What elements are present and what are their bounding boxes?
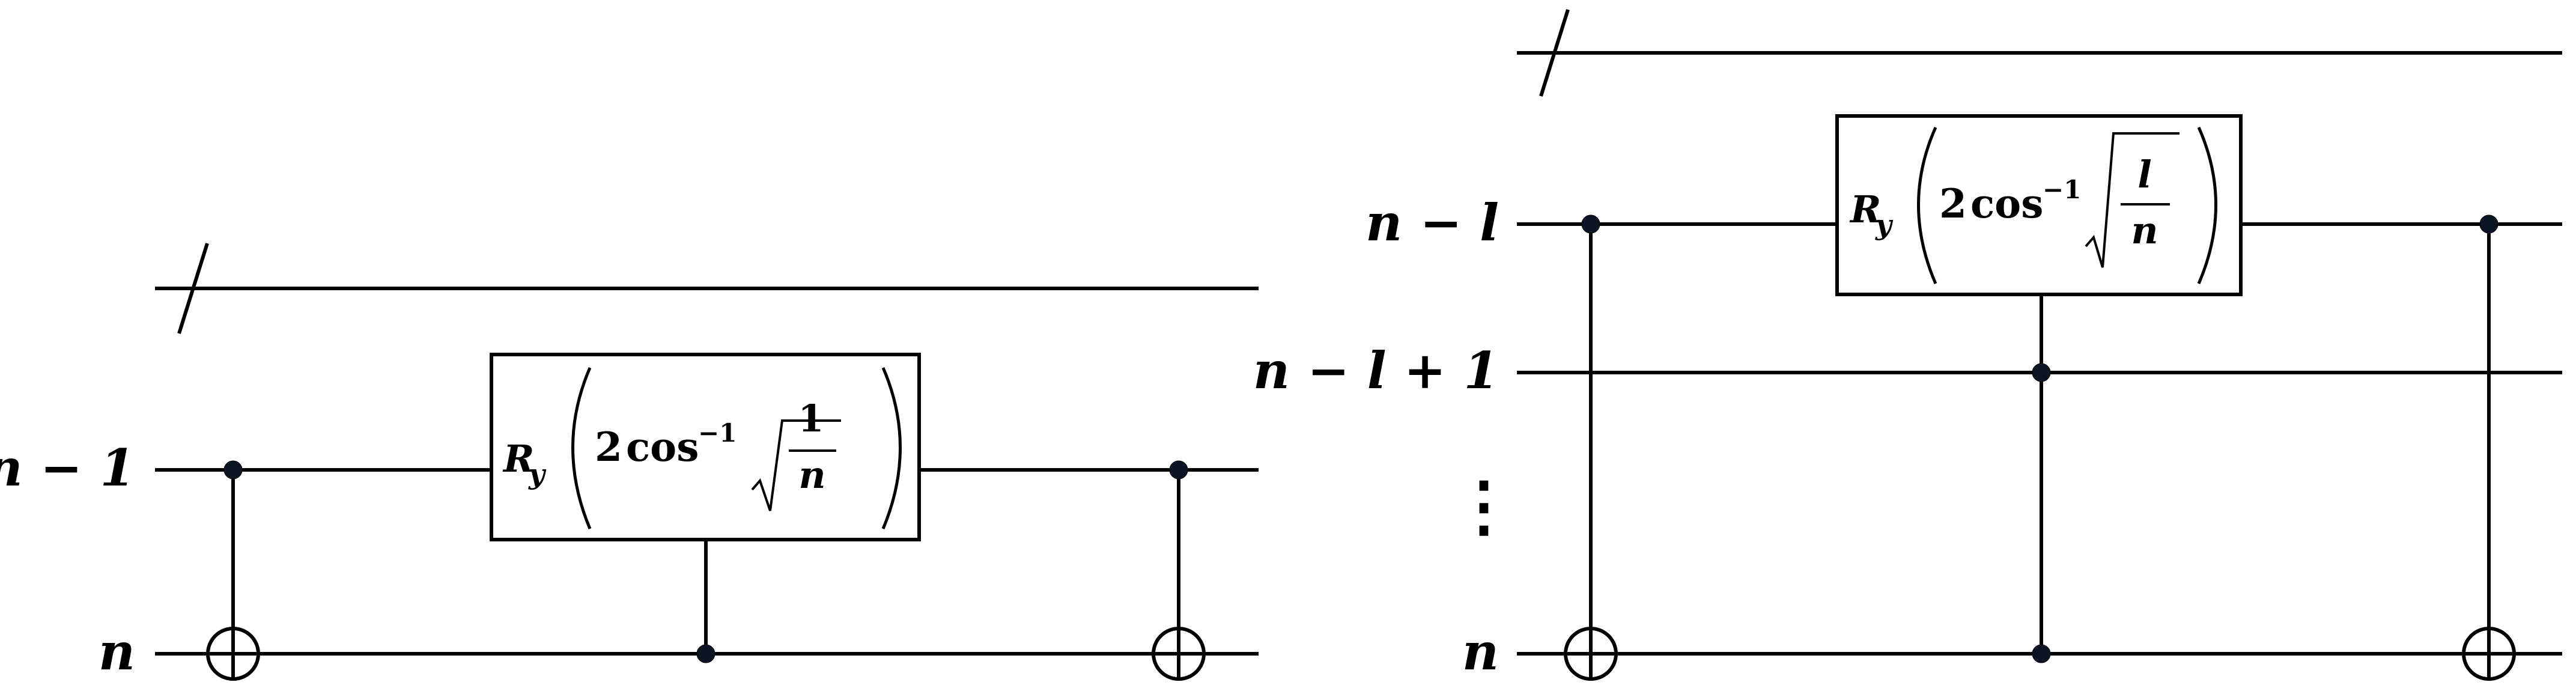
left-ry-gate-box	[490, 353, 921, 541]
right-gate-coefficient: 2	[1939, 180, 1967, 227]
left-gate-open-paren	[571, 367, 592, 529]
right-gate-sqrt-sign	[2085, 132, 2180, 268]
right-gate-close-paren	[2197, 126, 2217, 284]
left-gate-sqrt-sign	[751, 419, 841, 511]
right-label-n-minus-l: n − l	[1365, 193, 1499, 252]
left-gate-name: R	[502, 437, 535, 481]
left-gate-denominator: n	[798, 453, 825, 497]
right-gate-func: cos	[1970, 180, 2043, 227]
left-register-slash	[177, 243, 209, 334]
left-ry-gate-expression: R y 2 cos −1 1 n	[502, 367, 902, 529]
right-ry-gate-box	[1835, 114, 2243, 296]
left-gate-subscript: y	[528, 458, 547, 490]
right-label-ellipsis: ⋮	[1451, 467, 1517, 544]
right-circuit: n − l n − l + 1 ⋮ n R y 2 cos −1 l n	[1253, 9, 2562, 681]
right-ry-gate-expression: R y 2 cos −1 l n	[1849, 126, 2217, 284]
right-cnot2-target	[2462, 627, 2516, 681]
right-gate-control-dot-2	[2032, 644, 2051, 663]
right-label-n: n	[1462, 622, 1499, 681]
right-gate-numerator: l	[2137, 153, 2152, 196]
right-gate-denominator: n	[2131, 209, 2158, 252]
right-gate-open-paren	[1917, 126, 1937, 284]
left-cnot1-control-dot	[223, 460, 243, 479]
left-label-n: n	[99, 622, 135, 681]
right-gate-subscript: y	[1875, 209, 1894, 241]
right-label-n-minus-l-plus-1: n − l + 1	[1253, 341, 1499, 400]
left-cnot1-target	[206, 627, 260, 681]
right-register-slash	[1539, 9, 1570, 97]
left-gate-func: cos	[626, 424, 699, 470]
right-cnot2-control-dot	[2479, 215, 2499, 234]
right-gate-superscript: −1	[2043, 175, 2081, 204]
left-gate-coefficient: 2	[595, 424, 622, 470]
right-cnot1-target	[1564, 627, 1618, 681]
left-gate-control-dot	[696, 644, 715, 663]
right-gate-control-dot-1	[2032, 363, 2051, 382]
right-gate-name: R	[1849, 187, 1882, 231]
left-gate-numerator: 1	[798, 397, 824, 440]
left-gate-close-paren	[881, 367, 902, 529]
left-gate-superscript: −1	[698, 418, 737, 448]
left-label-n-minus-1: n − 1	[0, 438, 135, 498]
left-circuit: n − 1 n R y 2 cos −1 1 n	[0, 243, 1259, 681]
left-cnot2-control-dot	[1169, 460, 1188, 479]
left-cnot2-target	[1152, 627, 1206, 681]
right-cnot1-control-dot	[1581, 215, 1600, 234]
